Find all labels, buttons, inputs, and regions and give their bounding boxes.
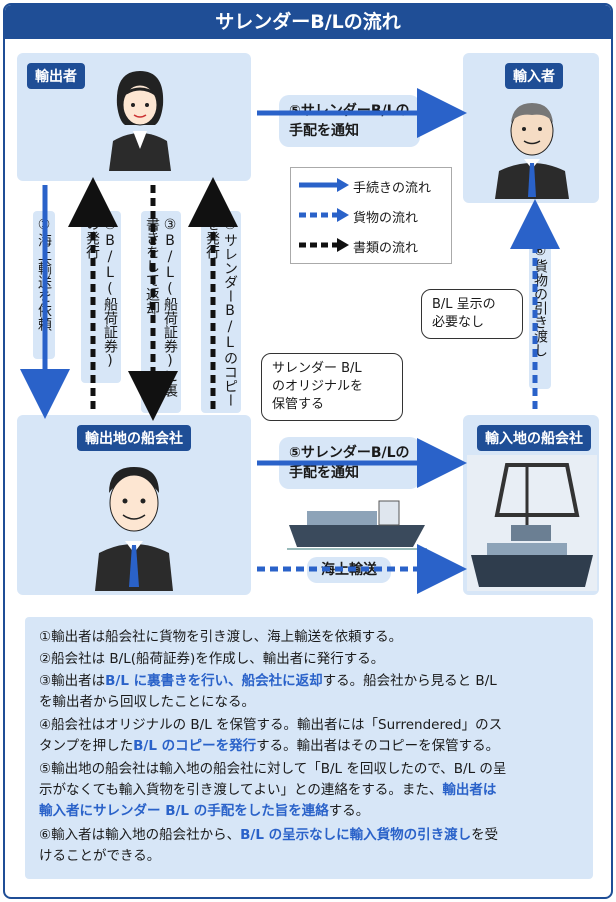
no-bl-callout: B/L 呈示の必要なし (421, 289, 523, 339)
note-6: ⑥輸入者は輸入地の船会社から、B/L の呈示なしに輸入貨物の引き渡しを受けること… (39, 827, 499, 864)
legend-documents-label: 書類の流れ (353, 241, 419, 256)
carrier-staff-illustration (95, 467, 173, 591)
note-1: ①輸出者は船会社に貨物を引き渡し、海上輸送を依頼する。 (39, 629, 403, 645)
diagram-frame: サレンダーB/Lの流れ 輸出者 輸入者 輸出地の船会社 輸入地の船会社 (3, 3, 613, 899)
flow-arrows (20, 88, 560, 594)
legend-procedure-label: 手続きの流れ (353, 181, 432, 196)
legend: 手続きの流れ 貨物の流れ 書類の流れ (290, 167, 452, 264)
legend-cargo-arrow (299, 208, 349, 222)
legend-cargo-label: 貨物の流れ (353, 211, 419, 226)
exporter-woman-illustration (109, 71, 171, 171)
diagram-title: サレンダーB/Lの流れ (5, 5, 611, 39)
import-carrier-label: 輸入地の船会社 (477, 425, 591, 451)
explanation-panel: ①輸出者は船会社に貨物を引き渡し、海上輸送を依頼する。 ②船会社は B/L(船荷… (25, 617, 593, 879)
note-5: ⑤輸出地の船会社は輸入地の船会社に対して「B/L を回収したので、B/L の呈示… (39, 761, 507, 819)
note-4: ④船会社はオリジナルの B/L を保管する。輸出者には「Surrendered」… (39, 717, 503, 754)
note-2: ②船会社は B/L(船荷証券)を作成し、輸出者に発行する。 (39, 651, 385, 667)
container-ship-illustration (287, 500, 427, 550)
exporter-label: 輸出者 (27, 63, 85, 89)
importer-man-illustration (495, 103, 569, 199)
legend-documents-arrow (299, 238, 349, 252)
importer-label: 輸入者 (505, 63, 563, 89)
legend-procedure-arrow (299, 178, 349, 192)
export-carrier-label: 輸出地の船会社 (77, 425, 191, 451)
port-crane-illustration (467, 455, 597, 591)
step2-label: ②B/L(船荷証券)の発行 (81, 211, 121, 383)
